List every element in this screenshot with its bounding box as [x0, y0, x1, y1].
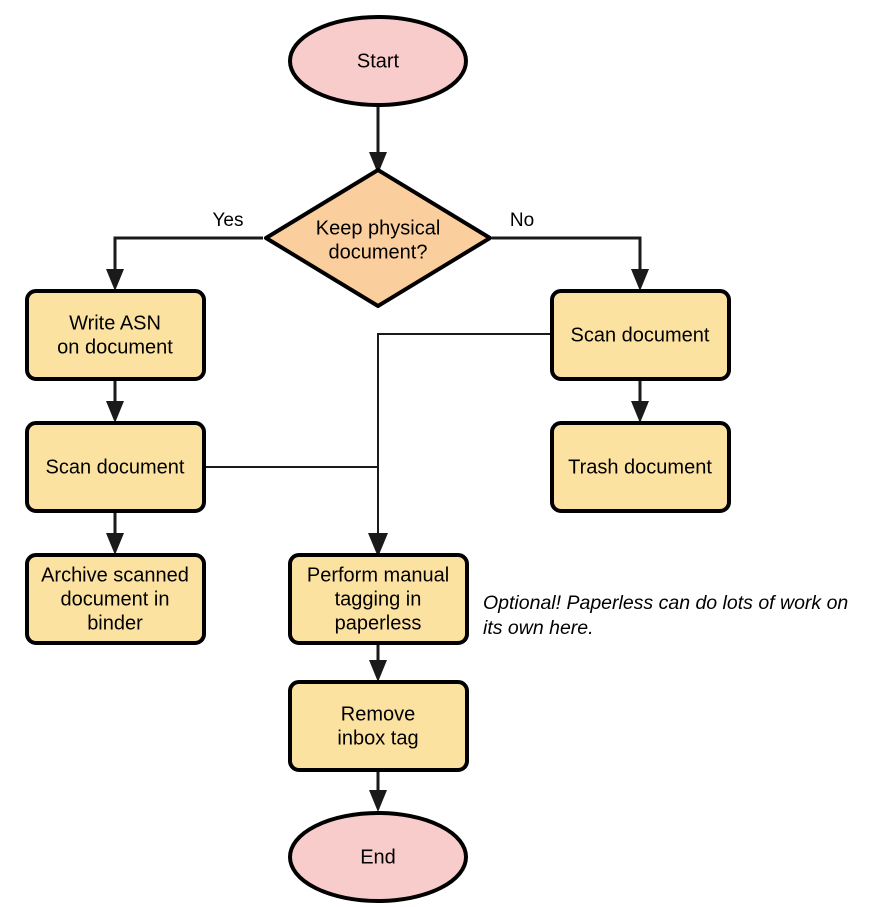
node-manual-tagging-label-line3: paperless: [335, 612, 422, 634]
node-end-label: End: [360, 846, 396, 868]
edge-scan-right-to-trash: [631, 379, 649, 423]
node-remove-inbox-tag[interactable]: Remove inbox tag: [288, 680, 469, 772]
node-remove-inbox-label-line2: inbox tag: [337, 727, 418, 749]
node-archive-label-line2: document in: [61, 588, 170, 610]
node-archive-label-line1: Archive scanned: [41, 564, 189, 586]
node-manual-tagging-label-line1: Perform manual: [307, 564, 449, 586]
edge-write-asn-to-scan-left: [106, 379, 124, 423]
node-scan-document-right-label: Scan document: [571, 324, 710, 346]
node-write-asn-label-line1: Write ASN: [69, 312, 161, 334]
node-start[interactable]: Start: [288, 15, 468, 107]
edge-start-to-decision: [369, 104, 387, 174]
node-trash-document[interactable]: Trash document: [550, 421, 731, 513]
node-archive-scanned-document-in-binder[interactable]: Archive scanned document in binder: [25, 553, 206, 645]
edge-manual-tagging-to-remove-inbox: [369, 645, 387, 682]
edge-remove-inbox-to-end: [369, 770, 387, 812]
node-manual-tagging-label-line2: tagging in: [335, 588, 422, 610]
node-decision-label-line2: document?: [329, 241, 428, 263]
node-decision-label-line1: Keep physical: [316, 217, 441, 239]
node-perform-manual-tagging[interactable]: Perform manual tagging in paperless: [288, 553, 469, 645]
node-scan-document-left[interactable]: Scan document: [25, 421, 206, 513]
node-remove-inbox-label-line1: Remove: [341, 703, 415, 725]
edge-scan-left-to-archive: [106, 511, 124, 555]
edge-scan-right-to-manual-tagging: [368, 333, 552, 557]
node-archive-label-line3: binder: [87, 612, 143, 634]
node-start-label: Start: [357, 50, 400, 72]
node-write-asn-label-line2: on document: [57, 336, 173, 358]
annotation-note: Optional! Paperless can do lots of work …: [483, 592, 848, 639]
node-end[interactable]: End: [288, 811, 468, 903]
node-decision-keep-physical-document[interactable]: Keep physical document?: [264, 168, 492, 308]
edge-label-no: No: [510, 210, 534, 231]
annotation-line2: its own here.: [483, 617, 594, 639]
node-write-asn-on-document[interactable]: Write ASN on document: [25, 289, 206, 381]
edge-decision-no-to-scan-right: [492, 236, 649, 291]
annotation-line1: Optional! Paperless can do lots of work …: [483, 592, 848, 614]
node-trash-document-label: Trash document: [568, 456, 712, 478]
node-scan-document-left-label: Scan document: [46, 456, 185, 478]
edge-decision-yes-to-write-asn: [106, 236, 263, 291]
node-scan-document-right[interactable]: Scan document: [550, 289, 731, 381]
edge-label-yes: Yes: [213, 210, 244, 231]
